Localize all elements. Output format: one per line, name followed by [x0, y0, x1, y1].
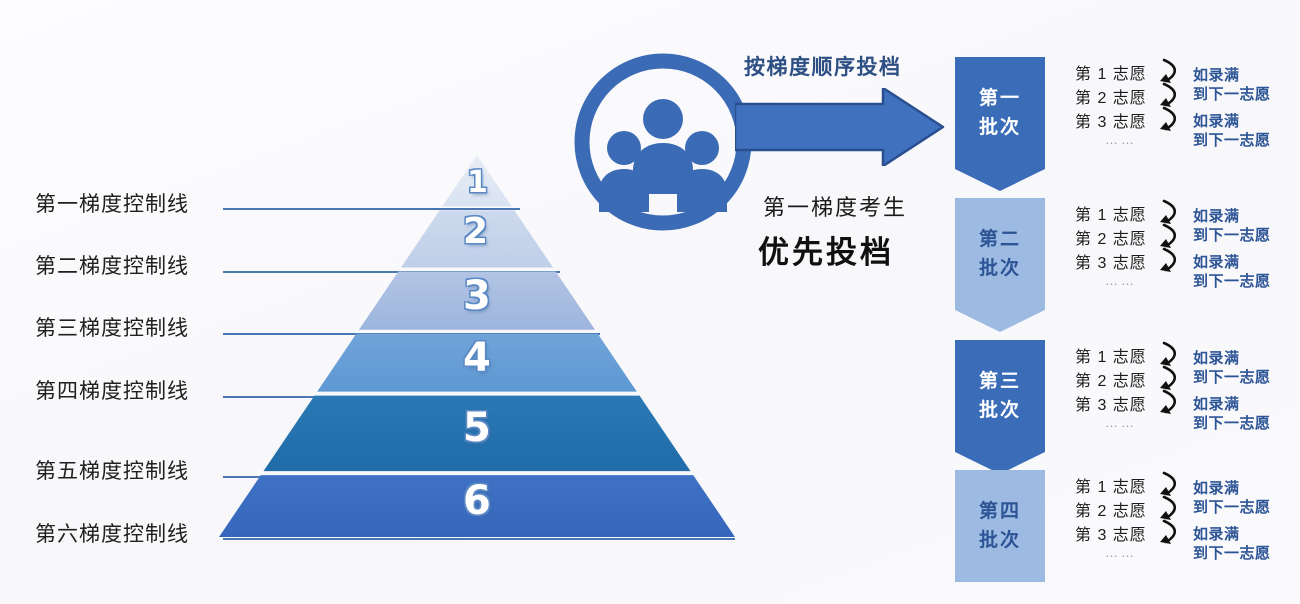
full-enrollment-note: 如录满 到下一志愿: [1193, 526, 1271, 563]
wish-ellipsis: ……: [1105, 132, 1137, 147]
batch-box-3[interactable]: 第三批次: [955, 340, 1045, 474]
wish-ellipsis: ……: [1105, 415, 1137, 430]
wish-list-batch-1: 第 1 志愿第 2 志愿第 3 志愿…… 如录满 到下一志愿如录满 到下一志愿: [1075, 58, 1300, 156]
wish-item: 第 2 志愿: [1075, 90, 1147, 107]
batch-label-line1-3: 第三: [978, 370, 1021, 392]
full-enrollment-note: 如录满 到下一志愿: [1193, 396, 1271, 433]
leader-line-1: [223, 208, 520, 210]
arrow-caption-label: 按梯度顺序投档: [744, 56, 902, 79]
pyramid-tier-2: [401, 210, 553, 268]
pyramid-tier-3: [358, 271, 596, 330]
block-arrow-icon: [733, 86, 945, 168]
candidate-caption-line2: 优先投档: [758, 235, 894, 270]
batch-label-line2-2: 批次: [978, 258, 1021, 279]
flow-arrow: [733, 86, 945, 168]
full-enrollment-note: 如录满 到下一志愿: [1193, 67, 1271, 104]
full-enrollment-note: 如录满 到下一志愿: [1193, 254, 1271, 291]
wish-item: 第 2 志愿: [1075, 231, 1147, 248]
candidate-caption-line1: 第一梯度考生: [763, 195, 908, 220]
gradient-control-line-label-6: 第六梯度控制线: [35, 523, 189, 546]
pyramid-tier-4: [317, 333, 637, 392]
wish-item: 第 3 志愿: [1075, 255, 1147, 272]
full-enrollment-note: 如录满 到下一志愿: [1193, 208, 1271, 245]
candidate-group-badge: [568, 47, 758, 237]
batch-label-line2-4: 批次: [978, 530, 1021, 551]
pyramid-tier-5: [263, 395, 691, 472]
wish-item: 第 1 志愿: [1075, 66, 1147, 83]
gradient-control-line-label-5: 第五梯度控制线: [35, 460, 189, 483]
batch-label-line2-1: 批次: [978, 117, 1021, 138]
batch-label-line2-3: 批次: [978, 400, 1021, 421]
gradient-control-line-label-2: 第二梯度控制线: [35, 255, 189, 278]
wish-item: 第 1 志愿: [1075, 479, 1147, 496]
people-group-icon: [574, 53, 752, 231]
gradient-control-line-label-3: 第三梯度控制线: [35, 317, 189, 340]
full-enrollment-note: 如录满 到下一志愿: [1193, 113, 1271, 150]
leader-line-6: [223, 538, 735, 540]
wish-item: 第 1 志愿: [1075, 349, 1147, 366]
batch-box-4[interactable]: 第四批次: [955, 470, 1045, 583]
wish-ellipsis: ……: [1105, 545, 1137, 560]
wish-list-batch-2: 第 1 志愿第 2 志愿第 3 志愿…… 如录满 到下一志愿如录满 到下一志愿: [1075, 199, 1300, 297]
batch-label-line1-4: 第四: [978, 500, 1021, 522]
full-enrollment-note: 如录满 到下一志愿: [1193, 480, 1271, 517]
wish-item: 第 3 志愿: [1075, 114, 1147, 131]
wish-item: 第 2 志愿: [1075, 373, 1147, 390]
wish-item: 第 3 志愿: [1075, 397, 1147, 414]
batch-label-line1-1: 第一: [978, 87, 1021, 109]
wish-item: 第 1 志愿: [1075, 207, 1147, 224]
wish-item: 第 2 志愿: [1075, 503, 1147, 520]
pyramid-svg: [219, 155, 735, 537]
pyramid-tier-6: [219, 475, 735, 537]
gradient-control-line-label-4: 第四梯度控制线: [35, 380, 189, 403]
pyramid-tier-1: [442, 155, 512, 207]
gradient-control-line-label-1: 第一梯度控制线: [35, 193, 189, 216]
full-enrollment-note: 如录满 到下一志愿: [1193, 350, 1271, 387]
batch-box-2[interactable]: 第二批次: [955, 198, 1045, 332]
wish-item: 第 3 志愿: [1075, 527, 1147, 544]
batch-label-line1-2: 第二: [978, 228, 1021, 250]
batch-box-1[interactable]: 第一批次: [955, 57, 1045, 191]
leader-line-2: [223, 271, 560, 273]
wish-list-batch-3: 第 1 志愿第 2 志愿第 3 志愿…… 如录满 到下一志愿如录满 到下一志愿: [1075, 341, 1300, 439]
wish-ellipsis: ……: [1105, 273, 1137, 288]
wish-list-batch-4: 第 1 志愿第 2 志愿第 3 志愿…… 如录满 到下一志愿如录满 到下一志愿: [1075, 471, 1300, 569]
